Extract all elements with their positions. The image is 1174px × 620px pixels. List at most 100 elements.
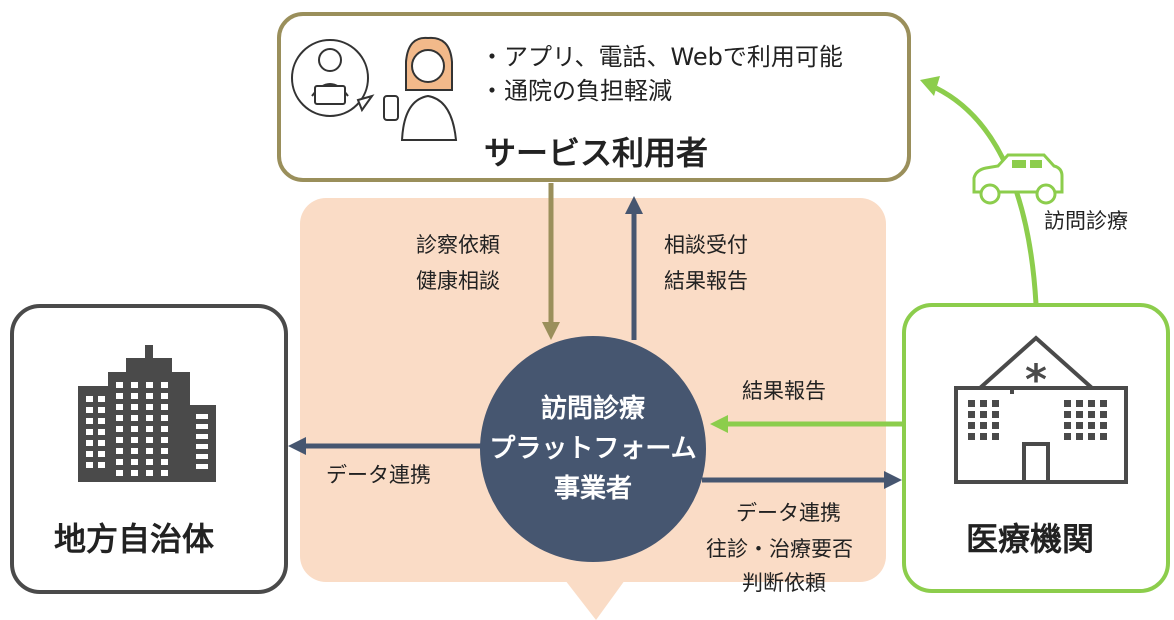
- window-pane: [992, 400, 999, 407]
- window-pane: [131, 426, 138, 432]
- window-pane: [116, 404, 123, 410]
- platform-line-3: 事業者: [553, 474, 632, 504]
- window-pane: [992, 433, 999, 440]
- window-pane: [116, 470, 123, 476]
- window-pane: [131, 393, 138, 399]
- window-pane: [86, 396, 93, 402]
- med-report-arrowhead: [710, 415, 728, 433]
- window-pane: [968, 400, 975, 407]
- window-pane: [161, 448, 168, 454]
- window-pane: [1076, 422, 1083, 429]
- window-pane: [980, 433, 987, 440]
- window-pane: [98, 462, 105, 468]
- window-pane: [146, 404, 153, 410]
- window-pane: [161, 393, 168, 399]
- window-pane: [116, 448, 123, 454]
- to-med-label-2: 往診・治療要否: [706, 537, 853, 561]
- request-label-2: 健康相談: [416, 269, 500, 293]
- window-pane: [131, 382, 138, 388]
- window-pane: [980, 411, 987, 418]
- window-pane: [146, 448, 153, 454]
- response-label-2: 結果報告: [664, 269, 748, 293]
- window-pane: [131, 459, 138, 465]
- window-pane: [1100, 422, 1107, 429]
- window-pane: [196, 434, 208, 439]
- window-pane: [1064, 400, 1071, 407]
- request-arrowhead: [542, 322, 560, 340]
- window-pane: [161, 437, 168, 443]
- window-pane: [161, 415, 168, 421]
- window-pane: [146, 393, 153, 399]
- window-pane: [196, 454, 208, 459]
- med-report-label: 結果報告: [742, 379, 826, 403]
- window-pane: [1064, 433, 1071, 440]
- window-pane: [1064, 411, 1071, 418]
- window-pane: [131, 470, 138, 476]
- window-pane: [86, 429, 93, 435]
- window-pane: [146, 459, 153, 465]
- window-pane: [968, 433, 975, 440]
- window-pane: [196, 424, 208, 429]
- window-pane: [1088, 433, 1095, 440]
- home-visit-arrowhead: [920, 76, 940, 96]
- window-pane: [1100, 433, 1107, 440]
- request-label-1: 診察依頼: [416, 233, 500, 257]
- window-pane: [1064, 422, 1071, 429]
- window-pane: [86, 407, 93, 413]
- to-gov-label: データ連携: [326, 463, 431, 487]
- window-pane: [86, 418, 93, 424]
- window-pane: [98, 440, 105, 446]
- window-pane: [1088, 411, 1095, 418]
- window-pane: [98, 451, 105, 457]
- window-pane: [86, 440, 93, 446]
- window-pane: [161, 426, 168, 432]
- to-med-label-1: データ連携: [736, 501, 841, 525]
- to-gov-arrowhead: [288, 437, 306, 455]
- to-med-arrowhead: [884, 471, 902, 489]
- window-pane: [161, 470, 168, 476]
- window-pane: [116, 393, 123, 399]
- window-pane: [1076, 433, 1083, 440]
- window-pane: [1100, 411, 1107, 418]
- window-pane: [131, 415, 138, 421]
- window-pane: [116, 459, 123, 465]
- window-pane: [116, 426, 123, 432]
- window-pane: [116, 382, 123, 388]
- platform-operator-circle: 訪問診療 プラットフォーム 事業者: [480, 336, 706, 562]
- to-med-label-3: 判断依頼: [742, 571, 826, 595]
- window-pane: [146, 382, 153, 388]
- window-pane: [968, 411, 975, 418]
- window-pane: [146, 437, 153, 443]
- window-pane: [1076, 400, 1083, 407]
- response-arrowhead: [625, 196, 643, 214]
- window-pane: [196, 414, 208, 419]
- window-pane: [116, 415, 123, 421]
- svg-text:*: *: [1025, 355, 1047, 404]
- window-pane: [1088, 400, 1095, 407]
- window-pane: [992, 411, 999, 418]
- window-pane: [146, 426, 153, 432]
- platform-line-2: プラットフォーム: [489, 434, 697, 464]
- med-title: 医療機関: [966, 520, 1095, 558]
- window-pane: [86, 462, 93, 468]
- window-pane: [131, 437, 138, 443]
- window-pane: [86, 451, 93, 457]
- window-pane: [1076, 411, 1083, 418]
- window-pane: [980, 422, 987, 429]
- window-pane: [146, 415, 153, 421]
- window-pane: [161, 459, 168, 465]
- window-pane: [98, 407, 105, 413]
- window-pane: [1088, 422, 1095, 429]
- window-pane: [196, 464, 208, 469]
- window-pane: [131, 404, 138, 410]
- user-bullet-2: ・通院の負担軽減: [480, 77, 672, 105]
- window-pane: [980, 400, 987, 407]
- window-pane: [98, 429, 105, 435]
- window-pane: [1100, 400, 1107, 407]
- window-pane: [116, 437, 123, 443]
- window-pane: [161, 382, 168, 388]
- window-pane: [161, 404, 168, 410]
